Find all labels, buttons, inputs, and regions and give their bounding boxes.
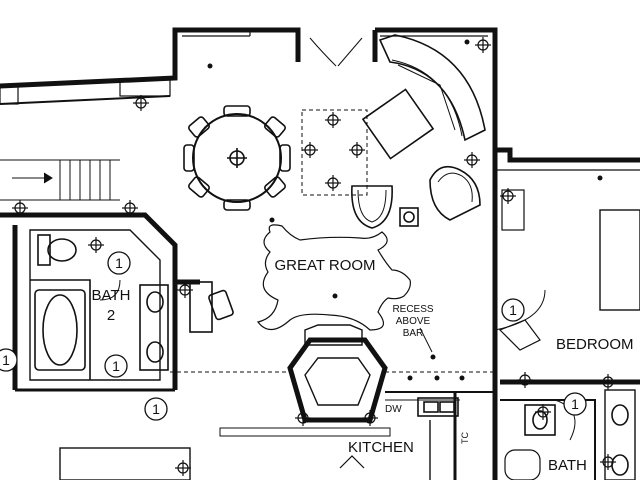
ceiling-recess [301, 109, 368, 196]
chandelier-icon [227, 148, 247, 168]
toilet-icon [524, 404, 556, 436]
marker-label: 1 [112, 358, 120, 374]
marker-label: 1 [2, 352, 10, 368]
note-recess-line1: RECESS [392, 304, 433, 315]
range-hood [339, 455, 365, 469]
bearskin-rug [256, 224, 411, 331]
note-tc: TC [460, 432, 470, 444]
marker-label: 1 [152, 401, 160, 417]
room-label-kitchen: KITCHEN [348, 439, 414, 456]
armchair-right [429, 165, 481, 221]
toilet-icon [37, 234, 77, 266]
vanity [139, 284, 169, 371]
recessed-lights [207, 39, 603, 381]
side-table-lamp [399, 207, 419, 227]
bar-counter [287, 337, 388, 423]
marker-label: 1 [571, 396, 579, 412]
desk-chair [208, 289, 234, 321]
bath-2-walls [0, 212, 178, 392]
bathtub [34, 289, 86, 371]
marker-label: 1 [509, 302, 517, 318]
armchair-left [351, 185, 393, 229]
light-fixtures [12, 37, 616, 476]
dining-table [183, 105, 291, 211]
note-recess-line2: ABOVE [396, 316, 431, 327]
bed [599, 209, 640, 311]
room-label-bath-2: BATH [92, 287, 131, 304]
kitchen-sink [417, 397, 459, 417]
desk [189, 281, 213, 333]
marker-circles [0, 251, 587, 421]
coffee-table [361, 88, 435, 160]
exterior-walls [0, 27, 640, 280]
room-label-bath: BATH [548, 457, 587, 474]
room-label-bedroom: BEDROOM [556, 336, 634, 353]
note-dw: DW [385, 404, 402, 415]
room-label-great-room: GREAT ROOM [274, 257, 375, 274]
room-label-bath-2-number: 2 [107, 307, 115, 324]
note-recess-line3: BAR [403, 328, 424, 339]
marker-label: 1 [115, 255, 123, 271]
bar-stool [304, 324, 363, 346]
stairs [0, 159, 120, 201]
door-swing [99, 279, 121, 301]
sofa [378, 34, 486, 142]
